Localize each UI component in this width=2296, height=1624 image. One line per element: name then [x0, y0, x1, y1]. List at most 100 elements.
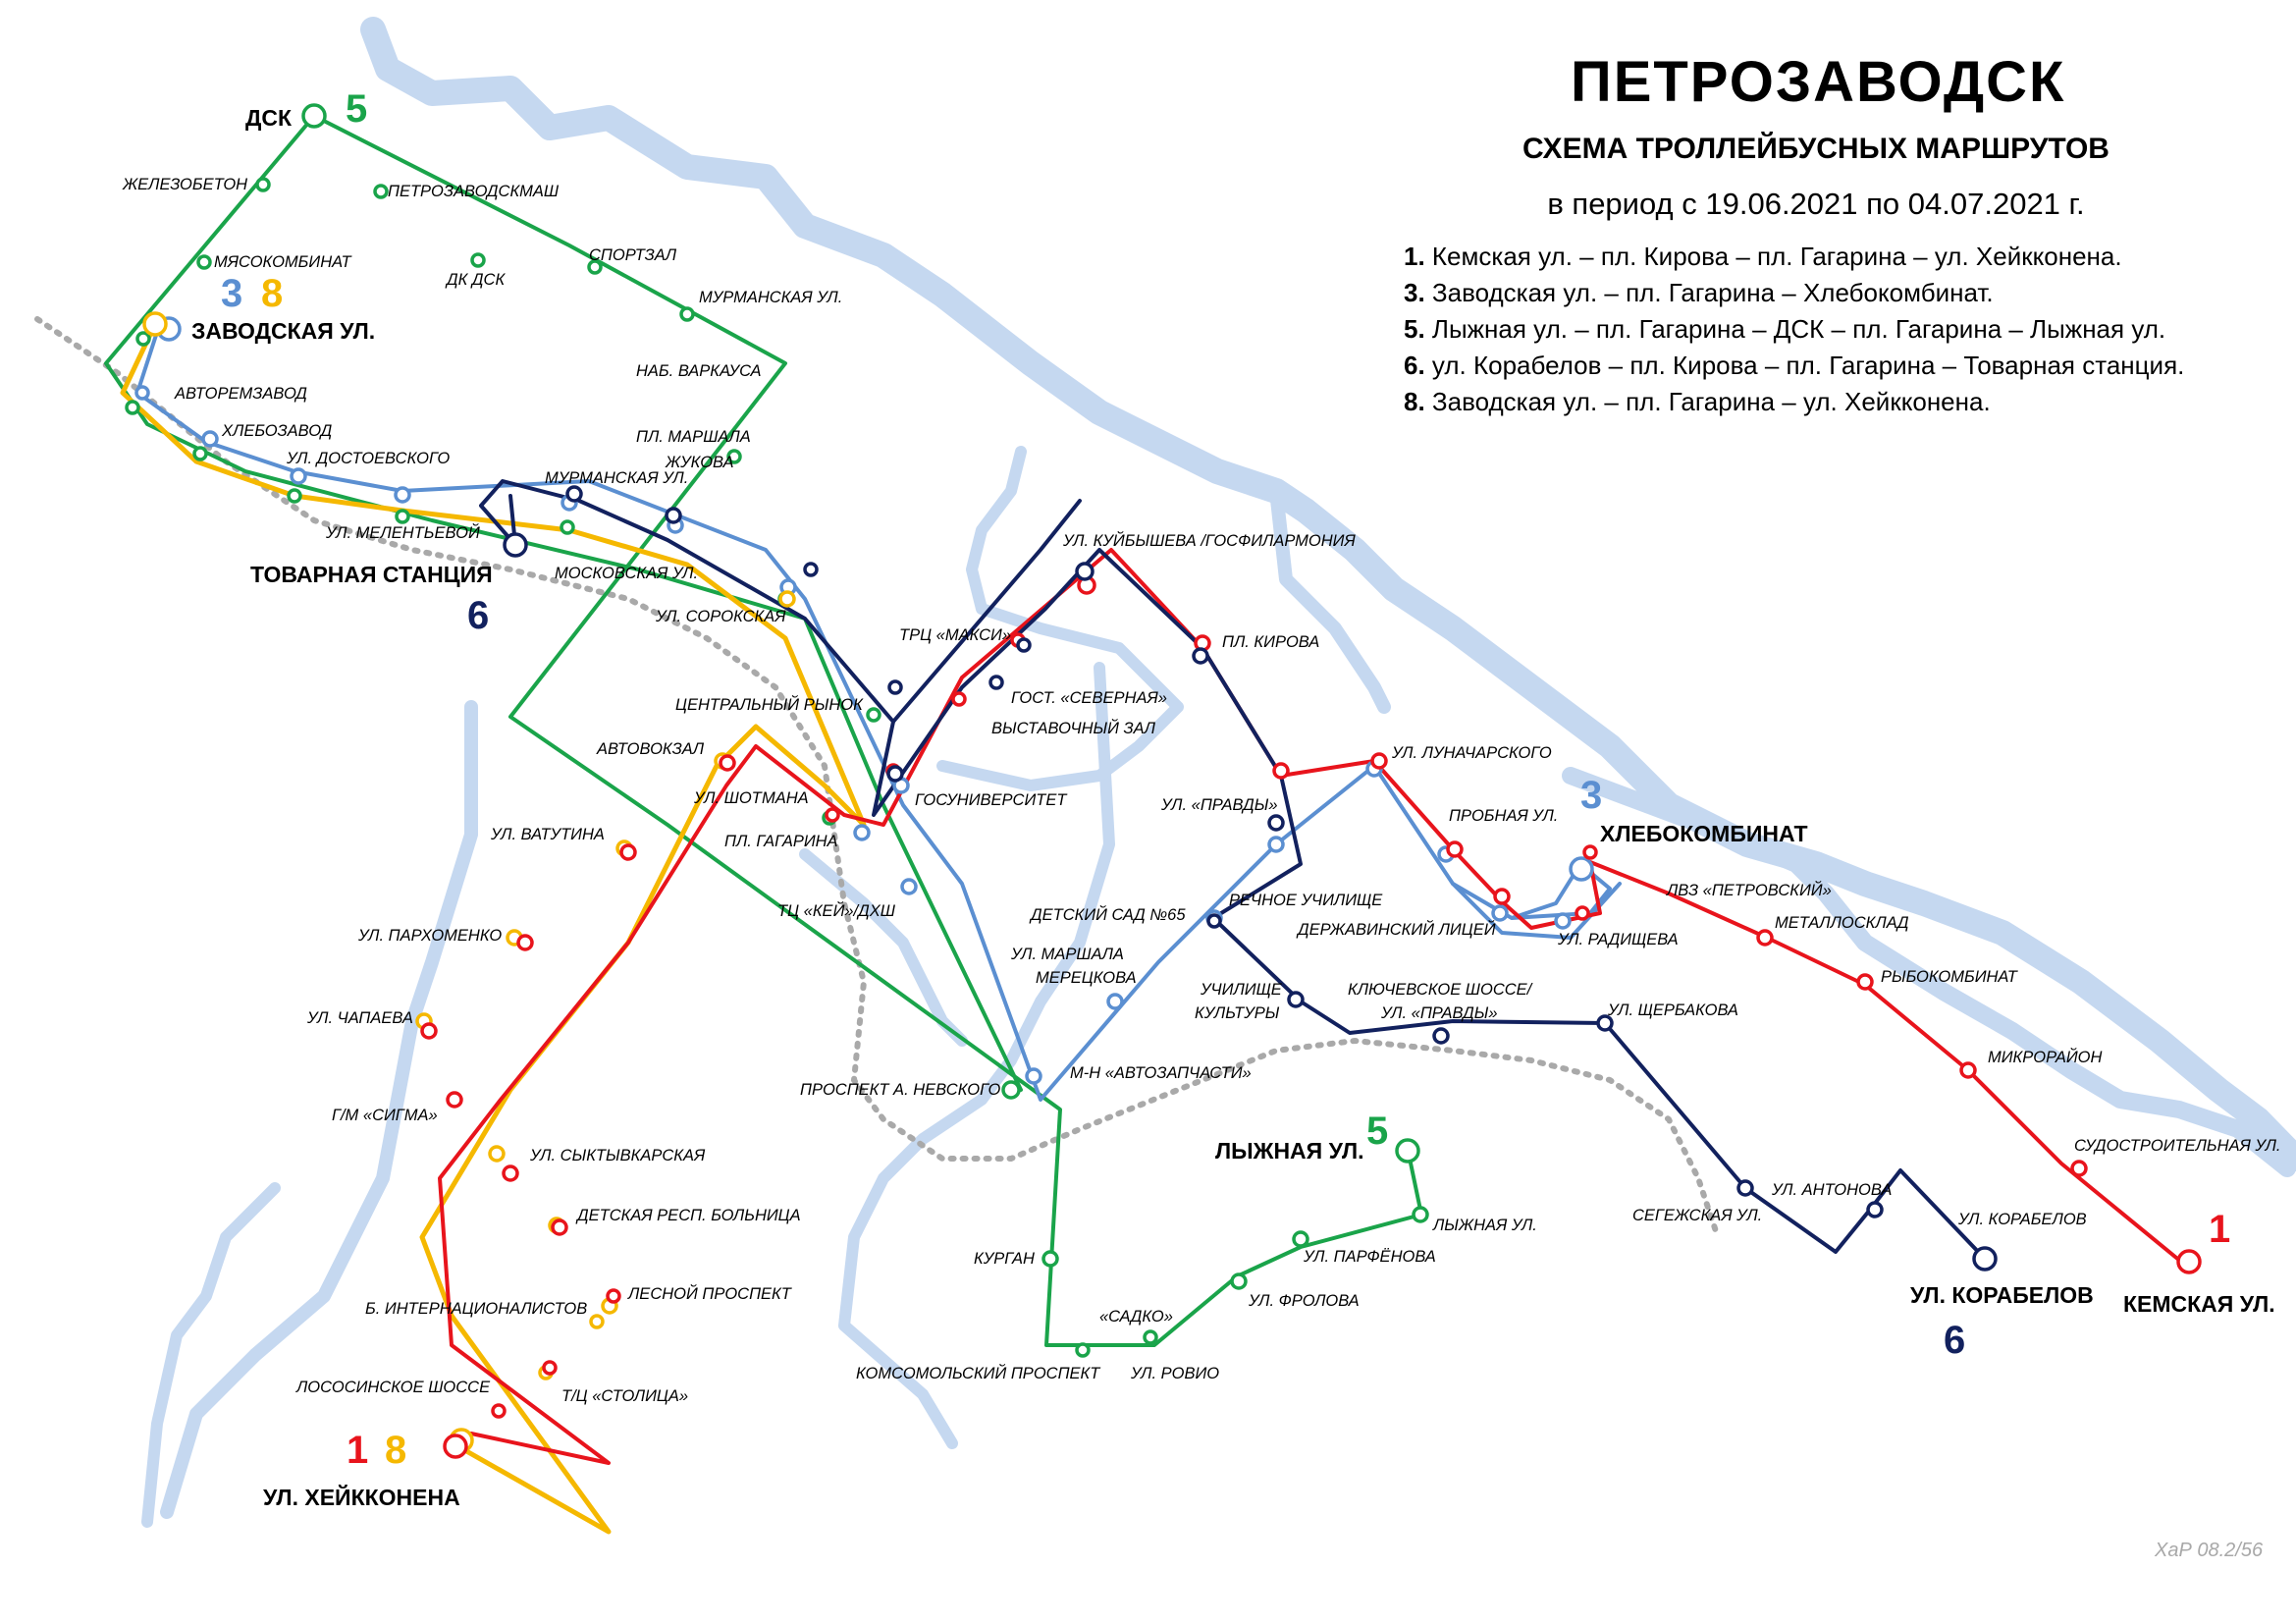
- stop-red-4: [1756, 929, 1774, 947]
- stop-labels: ЖЕЛЕЗОБЕТОН ПЕТРОЗАВОДСКМАШ МЯСОКОМБИНАТ…: [122, 176, 2281, 1405]
- map-period: в период с 19.06.2021 по 04.07.2021 г.: [1547, 187, 2085, 221]
- stop-petrozavodskmash: [373, 184, 389, 199]
- label-sigma: Г/М «СИГМА»: [332, 1107, 438, 1124]
- label-syktyvkarskaya: УЛ. СЫКТЫВКАРСКАЯ: [529, 1147, 706, 1164]
- stop-navy-12: [886, 765, 904, 783]
- label-mikroraion: МИКРОРАЙОН: [1988, 1048, 2102, 1066]
- legend-item-1: 1. Кемская ул. – пл. Кирова – пл. Гагари…: [1404, 239, 2268, 275]
- stop-khlebokombinat: [1569, 856, 1594, 882]
- stop-green-3: [192, 446, 208, 461]
- stop-dk-dsk: [470, 252, 486, 268]
- legend-text: ул. Корабелов – пл. Кирова – пл. Гагарин…: [1424, 351, 2185, 380]
- stop-green-16: [1412, 1206, 1429, 1223]
- legend-num: 3.: [1404, 278, 1425, 307]
- legend-text: Заводская ул. – пл. Гагарина – ул. Хейкк…: [1424, 387, 1991, 416]
- stop-red-18: [619, 843, 637, 861]
- label-detsad: ДЕТСКИЙ САД №65: [1029, 905, 1186, 924]
- label-korabelov-stop: УЛ. КОРАБЕЛОВ: [1957, 1211, 2087, 1228]
- stop-green-14: [1230, 1272, 1248, 1290]
- stop-zhelezobeton: [255, 177, 271, 192]
- terminal-labels: ДСК ЗАВОДСКАЯ УЛ. ТОВАРНАЯ СТАНЦИЯ ХЛЕБО…: [191, 105, 2275, 1510]
- label-lesnoy: ЛЕСНОЙ ПРОСПЕКТ: [627, 1284, 793, 1303]
- stop-red-14: [951, 691, 967, 707]
- stop-navy-14: [803, 562, 819, 577]
- stop-red-9: [1370, 752, 1388, 770]
- stop-navy-5: [1287, 991, 1305, 1008]
- legend-item-8: 8. Заводская ул. – пл. Гагарина – ул. Хе…: [1404, 384, 2268, 420]
- stop-blue-14: [1267, 836, 1285, 853]
- stop-korabelov: [1972, 1246, 1998, 1272]
- route-number-3-zavodskaya: 3: [221, 272, 242, 315]
- stop-blue-4: [394, 486, 411, 504]
- label-gosuniversitet: ГОСУНИВЕРСИТЕТ: [915, 791, 1068, 809]
- label-shotmana: УЛ. ШОТМАНА: [693, 789, 809, 807]
- stop-tovarnaya: [503, 532, 528, 558]
- river-lososinka: [1269, 484, 1391, 714]
- river-neglinka: [160, 700, 478, 1519]
- stop-navy-15: [665, 507, 682, 524]
- terminal-zavodskaya: ЗАВОДСКАЯ УЛ.: [191, 318, 375, 344]
- label-uchilishche-1: УЧИЛИЩЕ: [1200, 981, 1283, 999]
- route-5-line: [104, 114, 1423, 1347]
- stop-red-17: [719, 754, 736, 772]
- stop-navy-11: [988, 675, 1004, 690]
- stop-blue-11: [1025, 1067, 1042, 1085]
- stop-navy-6: [1206, 913, 1222, 929]
- credit: ХаР 08.2/56: [2155, 1540, 2264, 1561]
- stop-green-11: [1041, 1250, 1059, 1268]
- route-number-1-heikkonena: 1: [347, 1429, 368, 1472]
- route-legend: 1. Кемская ул. – пл. Кирова – пл. Гагари…: [1404, 239, 2268, 420]
- stop-yellow-2: [778, 590, 796, 608]
- stop-navy-13: [887, 679, 903, 695]
- label-parkhomenko: УЛ. ПАРХОМЕНКО: [357, 927, 502, 945]
- route-number-6-korabelov: 6: [1944, 1319, 1965, 1362]
- label-avtoremzavod: АВТОРЕМЗАВОД: [174, 385, 307, 403]
- stop-red-5: [1582, 844, 1598, 860]
- stop-green-1: [135, 331, 151, 347]
- route-number-1-kemskaya: 1: [2209, 1208, 2230, 1251]
- stop-green-6: [560, 519, 575, 535]
- stop-green-5: [395, 509, 410, 524]
- stop-yellow-1: [142, 311, 168, 337]
- stop-blue-17: [1491, 904, 1509, 922]
- stop-navy-1: [1866, 1201, 1884, 1218]
- legend-item-5: 5. Лыжная ул. – пл. Гагарина – ДСК – пл.…: [1404, 311, 2268, 348]
- stop-navy-7: [1267, 814, 1285, 832]
- label-segezhskaya: СЕГЕЖСКАЯ УЛ.: [1632, 1207, 1762, 1224]
- label-radishcheva: УЛ. РАДИЩЕВА: [1557, 931, 1679, 948]
- label-rechnoe: РЕЧНОЕ УЧИЛИЩЕ: [1229, 892, 1383, 909]
- label-avtovokzal: АВТОВОКЗАЛ: [596, 740, 705, 758]
- terminal-dsk: ДСК: [245, 105, 293, 131]
- stop-red-22: [502, 1164, 519, 1182]
- label-dk-dsk: ДК ДСК: [445, 271, 506, 289]
- route-number-6-tovarnaya: 6: [467, 594, 489, 637]
- label-kurgan: КУРГАН: [974, 1250, 1035, 1268]
- stop-red-8: [1446, 840, 1464, 858]
- stop-navy-3: [1596, 1014, 1614, 1032]
- label-vatutina: УЛ. ВАТУТИНА: [490, 826, 605, 843]
- route-numbers: 5 3 8 6 3 5 6 1 1 8: [221, 87, 2230, 1472]
- terminal-korabelov: УЛ. КОРАБЕЛОВ: [1910, 1282, 2094, 1308]
- stop-red-26: [491, 1403, 507, 1419]
- label-trc-maksi: ТРЦ «МАКСИ»: [899, 626, 1011, 644]
- terminal-kemskaya: КЕМСКАЯ УЛ.: [2123, 1291, 2275, 1317]
- label-varkausa: НАБ. ВАРКАУСА: [636, 362, 761, 380]
- map-subtitle: СХЕМА ТРОЛЛЕЙБУСНЫХ МАРШРУТОВ: [1522, 133, 2109, 165]
- label-sudostroitelnaya: СУДОСТРОИТЕЛЬНАЯ УЛ.: [2074, 1137, 2281, 1155]
- stop-red-25: [542, 1360, 558, 1376]
- stop-navy-16: [565, 485, 583, 503]
- stop-heikkonena: [443, 1434, 468, 1459]
- legend-num: 1.: [1404, 242, 1425, 271]
- label-soroksaya: УЛ. СОРОКСКАЯ: [655, 608, 786, 625]
- label-zhelezobeton: ЖЕЛЕЗОБЕТОН: [122, 176, 247, 193]
- stops-route-1: [420, 575, 2202, 1459]
- river-5: [141, 1182, 281, 1528]
- stop-kemskaya: [2176, 1249, 2202, 1274]
- stop-yellow-7: [488, 1145, 506, 1163]
- label-petrozavodskmash: ПЕТРОЗАВОДСКМАШ: [388, 183, 560, 200]
- stop-red-16: [825, 807, 840, 823]
- label-derzhavinsky: ДЕРЖАВИНСКИЙ ЛИЦЕЙ: [1296, 920, 1496, 939]
- label-detskaya-bolnitsa: ДЕТСКАЯ РЕСП. БОЛЬНИЦА: [575, 1207, 801, 1224]
- label-lvz: ЛВЗ «ПЕТРОВСКИЙ»: [1666, 881, 1832, 899]
